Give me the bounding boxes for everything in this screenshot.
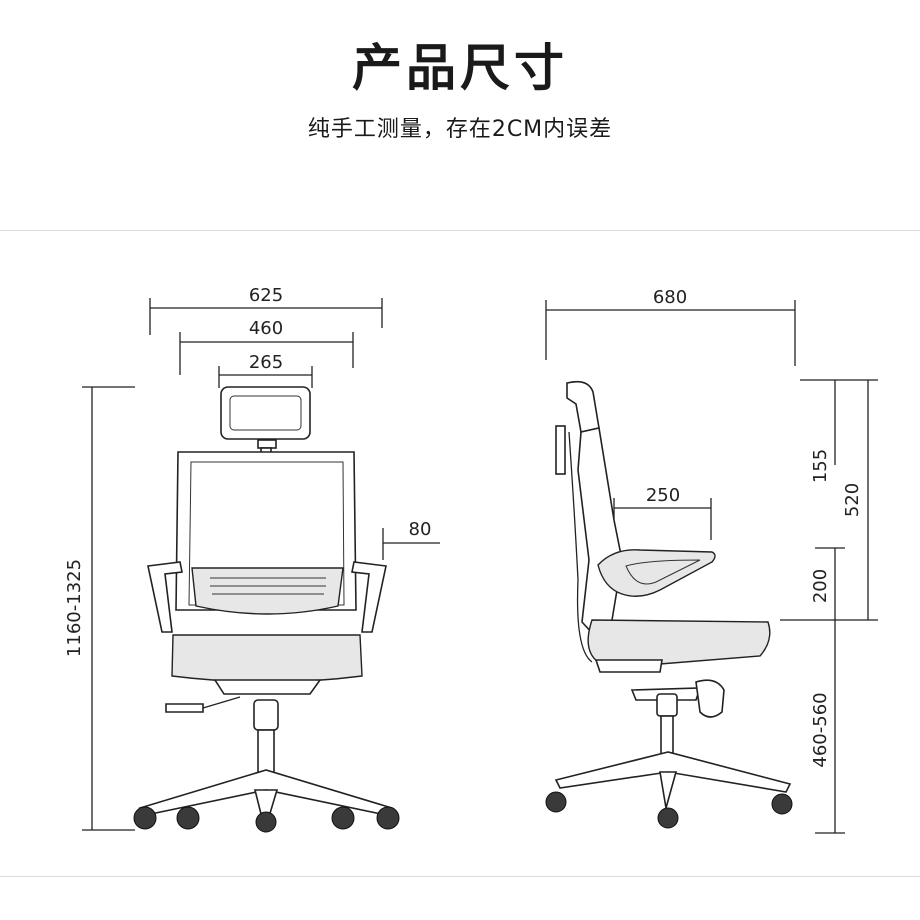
front-lumbar [191, 567, 344, 615]
dim-depth: 680 [545, 287, 796, 366]
dim-label-headrest-width: 265 [249, 352, 283, 373]
side-armrest [597, 549, 716, 597]
drawing-panel [0, 230, 920, 877]
front-seat [171, 634, 363, 683]
page-title: 产品尺寸 [352, 39, 568, 97]
dim-label-depth: 680 [653, 287, 687, 308]
dim-label-headrest-height: 155 [810, 449, 831, 483]
dim-total-height: 1160-1325 [64, 386, 135, 831]
dim-headrest-width: 265 [218, 352, 313, 388]
side-casters [545, 791, 793, 829]
chair-side-drawing [545, 380, 793, 829]
dim-label-seat-depth: 250 [646, 485, 680, 506]
dim-label-total-height: 1160-1325 [64, 559, 85, 657]
dim-label-armrest-height: 200 [810, 569, 831, 603]
dim-label-backrest-height: 520 [842, 483, 863, 517]
dim-total-width: 625 [149, 285, 383, 335]
side-headrest [566, 380, 600, 433]
dim-seat-depth: 250 [613, 485, 712, 540]
dim-label-back-width: 460 [249, 318, 283, 339]
front-headrest [220, 386, 311, 440]
side-view: 680 250 155 200 460-560 520 [545, 287, 878, 834]
dim-label-armrest-offset: 80 [409, 519, 432, 540]
front-casters [133, 806, 400, 833]
chair-front-drawing [133, 386, 400, 834]
dim-armrest-offset: 80 [382, 519, 440, 560]
dim-back-width: 460 [179, 318, 354, 375]
side-backrest [577, 427, 623, 637]
dim-vertical-stack: 155 200 460-560 520 [780, 379, 878, 834]
front-armrest-left [147, 561, 183, 633]
dim-label-seat-height: 460-560 [810, 692, 831, 767]
dim-label-total-width: 625 [249, 285, 283, 306]
side-seat [587, 619, 771, 665]
front-armrest-right [351, 561, 387, 633]
front-view: 625 460 265 80 1160-1325 [64, 285, 440, 834]
page-subtitle: 纯手工测量，存在2CM内误差 [307, 117, 613, 142]
